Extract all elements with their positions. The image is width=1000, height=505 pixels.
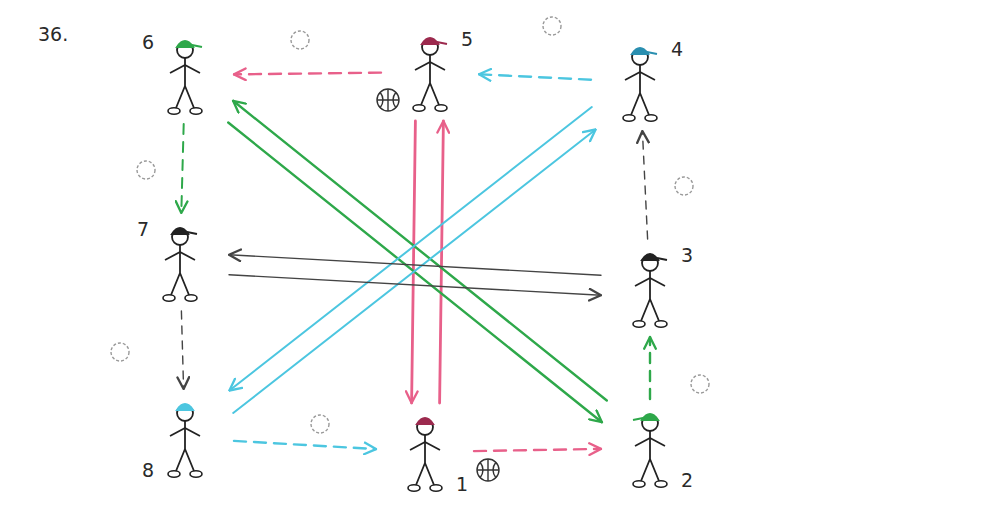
basketball-seams (377, 89, 399, 111)
pass-arrow (234, 73, 381, 75)
player-figure (408, 419, 442, 491)
player-figure (623, 49, 657, 121)
cap-shape (172, 228, 197, 234)
pass-arrow (181, 124, 183, 213)
cap-shape (422, 38, 447, 44)
cap-shape (177, 41, 202, 47)
player-spot: 3 (605, 243, 695, 333)
player-spot: 7 (135, 217, 225, 307)
run-arrow (229, 107, 591, 391)
basketball (477, 459, 499, 481)
basketball-outline (477, 459, 499, 481)
ball-marker (543, 17, 561, 35)
player-spot: 1 (380, 407, 470, 497)
cap-shape (632, 48, 657, 54)
player-cap (642, 254, 667, 260)
player-figures (163, 38, 667, 491)
player-cap (633, 414, 658, 420)
player-number: 1 (456, 474, 468, 495)
pass-arrow (474, 449, 601, 451)
ball-marker (111, 343, 129, 361)
run-arrow (229, 255, 601, 276)
player-figure (163, 229, 197, 301)
run-arrow (233, 101, 607, 401)
cap-shape (642, 254, 667, 260)
ball-marker (311, 415, 329, 433)
basketball (377, 89, 399, 111)
player-cap (417, 418, 433, 424)
pass-arrow (642, 131, 647, 239)
pass-arrow (181, 311, 183, 389)
ball-marker (291, 31, 309, 49)
figure-number: 36. (38, 24, 68, 45)
player-cap (177, 404, 193, 410)
run-arrow (440, 121, 444, 403)
player-figure (633, 255, 667, 327)
ball-marker (675, 177, 693, 195)
pass-arrow (234, 441, 376, 449)
player-number: 5 (461, 29, 473, 50)
player-cap (422, 38, 447, 44)
player-spot: 8 (140, 393, 230, 483)
run-arrow (412, 121, 416, 403)
player-spot: 4 (595, 37, 685, 127)
player-number: 6 (142, 32, 154, 53)
basketball-seams (477, 459, 499, 481)
cap-shape (417, 418, 433, 424)
player-figure (168, 405, 202, 477)
player-spot: 2 (605, 403, 695, 493)
run-arrow (233, 130, 595, 414)
player-cap (177, 41, 202, 47)
ball-markers (111, 17, 709, 433)
cap-shape (633, 414, 658, 420)
cap-shape (177, 404, 193, 410)
ball-marker (691, 375, 709, 393)
ball-marker (137, 161, 155, 179)
player-figure (413, 39, 447, 111)
pass-arrow (649, 337, 651, 399)
basketball-outline (377, 89, 399, 111)
player-cap (172, 228, 197, 234)
player-figure (633, 415, 667, 487)
run-arrow (229, 275, 601, 296)
pass-arrow (479, 74, 591, 79)
player-number: 2 (681, 470, 693, 491)
player-spot: 6 (140, 30, 230, 120)
run-arrow (228, 123, 602, 423)
player-spot: 5 (385, 27, 475, 117)
player-number: 7 (137, 219, 149, 240)
player-cap (632, 48, 657, 54)
player-number: 4 (671, 39, 683, 60)
player-number: 8 (142, 460, 154, 481)
player-figure (168, 42, 202, 114)
player-number: 3 (681, 245, 693, 266)
